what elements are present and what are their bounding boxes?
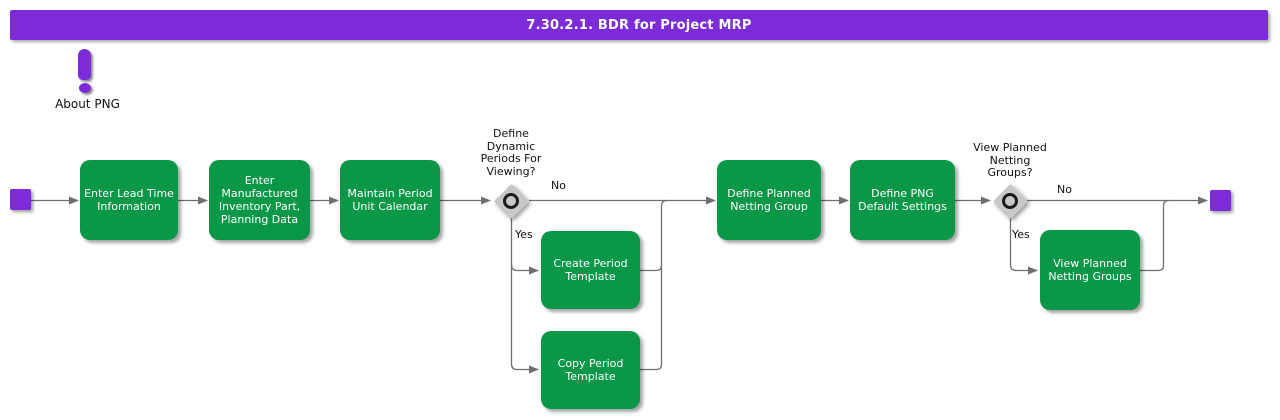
activity-define-png-default-settings[interactable]: Define PNG Default Settings	[850, 160, 955, 240]
activity-enter-lead-time[interactable]: Enter Lead Time Information	[80, 160, 178, 240]
activity-label: View Planned Netting Groups	[1048, 257, 1132, 283]
activity-enter-manufactured-inventory-part[interactable]: Enter Manufactured Inventory Part, Plann…	[209, 160, 310, 240]
start-node	[10, 189, 31, 210]
activity-maintain-period-unit-calendar[interactable]: Maintain Period Unit Calendar	[340, 160, 440, 240]
activity-label: Copy Period Template	[557, 357, 624, 383]
activity-copy-period-template[interactable]: Copy Period Template	[541, 331, 640, 409]
decision-circle-icon	[1002, 193, 1018, 209]
activity-view-planned-netting-groups[interactable]: View Planned Netting Groups	[1040, 230, 1140, 310]
title-bar: 7.30.2.1. BDR for Project MRP	[10, 10, 1268, 40]
activity-label: Maintain Period Unit Calendar	[347, 187, 433, 213]
dynamic-periods-yes-label: Yes	[515, 228, 533, 241]
about-png-label: About PNG	[55, 97, 120, 111]
activity-label: Define Planned Netting Group	[727, 187, 811, 213]
activity-label: Enter Lead Time Information	[84, 187, 174, 213]
activity-define-planned-netting-group[interactable]: Define Planned Netting Group	[717, 160, 821, 240]
end-node	[1210, 190, 1231, 211]
view-groups-yes-label: Yes	[1012, 228, 1030, 241]
about-png-button[interactable]: About PNG	[40, 45, 135, 115]
decision-view-groups-label: View Planned Netting Groups?	[973, 141, 1047, 179]
decision-circle-icon	[503, 193, 519, 209]
decision-view-groups	[992, 183, 1028, 219]
activity-label: Enter Manufactured Inventory Part, Plann…	[218, 174, 301, 226]
dynamic-periods-no-label: No	[551, 179, 566, 192]
activity-create-period-template[interactable]: Create Period Template	[541, 231, 640, 309]
decision-dynamic-periods	[493, 183, 529, 219]
activity-label: Create Period Template	[553, 257, 628, 283]
view-groups-no-label: No	[1057, 183, 1072, 196]
decision-dynamic-periods-label: Define Dynamic Periods For Viewing?	[480, 127, 542, 178]
activity-label: Define PNG Default Settings	[858, 187, 947, 213]
